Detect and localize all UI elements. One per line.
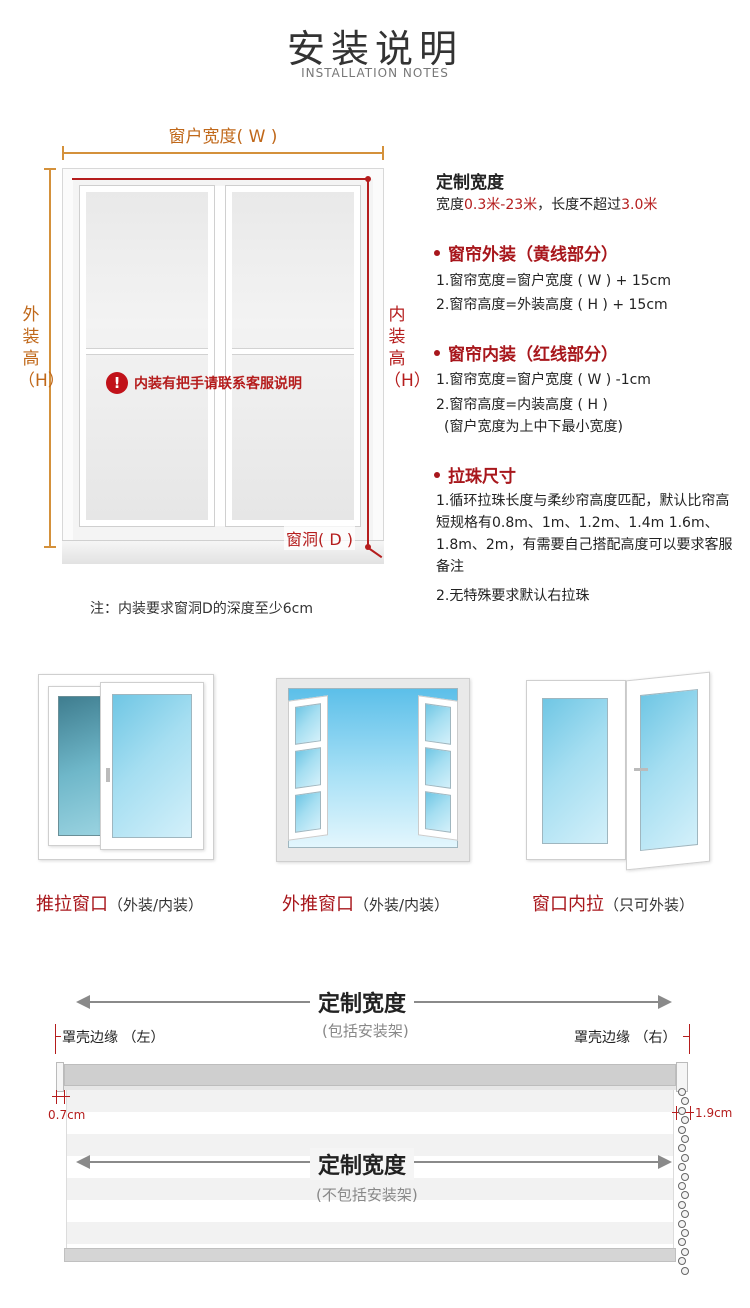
arrow-left-icon: [76, 1155, 90, 1169]
sliding-window-image: [38, 668, 218, 868]
window-width-label: 窗户宽度( W ): [168, 127, 278, 147]
mullion-right: [232, 348, 354, 355]
bullet-icon: [434, 471, 440, 478]
bracket-left: [56, 1062, 64, 1092]
custom-width-prefix: 宽度: [436, 197, 464, 213]
bead: [681, 1116, 689, 1125]
arrow-right-icon: [658, 1155, 672, 1169]
handle-warning-text: 内装有把手请联系客服说明: [134, 376, 302, 392]
bead: [678, 1106, 686, 1115]
bead: [681, 1172, 689, 1181]
inner-corner-dot: [365, 176, 371, 182]
bead-size-title-text: 拉珠尺寸: [448, 467, 516, 487]
bead: [681, 1266, 689, 1275]
bead-chain: [676, 1088, 690, 1278]
bullet-icon: [434, 349, 440, 356]
custom-width-text: 宽度0.3米-23米，长度不超过3.0米: [436, 194, 657, 216]
inner-install-title-text: 窗帘内装（红线部分）: [448, 345, 618, 365]
bead: [678, 1238, 686, 1247]
bead: [678, 1219, 686, 1228]
window-width-line: [62, 146, 384, 160]
bead-size-item: 2.无特殊要求默认右拉珠: [436, 588, 590, 604]
right-gap-tick: [676, 1106, 677, 1120]
inner-install-item: (窗户宽度为上中下最小宽度): [444, 419, 623, 435]
outer-height-line: [44, 168, 56, 548]
window-type-note: （外装/内装）: [108, 896, 204, 914]
bead: [681, 1135, 689, 1143]
depth-note: 注：内装要求窗洞D的深度至少6cm: [90, 601, 314, 617]
left-edge-tick: [55, 1024, 56, 1054]
net-width-note: (不包括安装架): [316, 1186, 418, 1204]
net-width-heading: 定制宽度: [310, 1148, 415, 1180]
page-title: 安装说明: [286, 27, 463, 71]
blind-headrail-bottom: [64, 1086, 676, 1090]
casement-window-image: [276, 678, 470, 862]
blind-bottom-bar: [64, 1248, 676, 1262]
left-gap-tick: [56, 1090, 57, 1104]
bead: [678, 1125, 686, 1134]
bead: [681, 1191, 689, 1200]
left-edge-label: 罩壳边缘 （左）: [62, 1030, 165, 1046]
custom-width-range: 0.3米-23米: [464, 197, 538, 213]
bead: [678, 1163, 686, 1172]
bead: [678, 1200, 686, 1209]
inner-height-label: 内装高（H）: [384, 305, 431, 391]
arrow-left-icon: [76, 995, 90, 1009]
window-pane-right: [225, 185, 361, 527]
bead: [681, 1097, 689, 1106]
handle-warning: ! 内装有把手请联系客服说明: [106, 372, 302, 394]
inner-install-item: 2.窗帘高度=内装高度 ( H ): [436, 397, 608, 413]
bead: [678, 1088, 686, 1096]
left-gap-tick: [64, 1090, 65, 1104]
window-type-name: 推拉窗口: [36, 894, 108, 915]
bead: [681, 1153, 689, 1162]
outer-install-item: 1.窗帘宽度=窗户宽度 ( W ) + 15cm: [436, 273, 671, 289]
right-gap-tick: [690, 1106, 691, 1120]
depth-label: 窗洞( D ): [284, 526, 355, 550]
outer-install-title: 窗帘外装（黄线部分）: [434, 240, 618, 265]
right-edge-tick: [689, 1024, 690, 1054]
bead-size-item: 1.循环拉珠长度与柔纱帘高度匹配，默认比帘高短规格有0.8m、1m、1.2m、1…: [436, 493, 733, 575]
left-gap-label: 0.7cm: [48, 1108, 86, 1122]
bead: [678, 1257, 686, 1266]
bead: [681, 1229, 689, 1237]
window-type-name: 窗口内拉: [532, 894, 604, 915]
outer-install-item: 2.窗帘高度=外装高度 ( H ) + 15cm: [436, 297, 668, 313]
blind-headrail: [64, 1064, 676, 1086]
exclamation-icon: !: [106, 372, 128, 394]
right-edge-label: 罩壳边缘 （右）: [574, 1030, 677, 1046]
custom-width-heading: 定制宽度: [310, 986, 415, 1018]
outer-install-title-text: 窗帘外装（黄线部分）: [448, 245, 618, 265]
inner-install-item: 1.窗帘宽度=窗户宽度 ( W ) -1cm: [436, 372, 651, 388]
window-pane-left: [79, 185, 215, 527]
window-type-note: （只可外装）: [604, 896, 695, 914]
custom-width-max: 3.0米: [621, 197, 658, 213]
window-type-name: 外推窗口: [282, 894, 354, 915]
inward-window-image: [526, 671, 712, 871]
page-subtitle: INSTALLATION NOTES: [301, 66, 449, 80]
bead: [678, 1182, 686, 1190]
bead: [678, 1144, 686, 1153]
window-type-caption: 推拉窗口（外装/内装）: [36, 890, 203, 916]
outer-height-label: 外装高（H）: [18, 305, 65, 391]
window-type-caption: 外推窗口（外装/内装）: [282, 890, 449, 916]
inner-width-line: [72, 178, 369, 180]
inner-height-line: [367, 178, 369, 546]
bead: [681, 1210, 689, 1219]
mullion-left: [86, 348, 208, 355]
window-center-bar: [214, 186, 226, 526]
custom-width-note: (包括安装架): [322, 1022, 409, 1040]
bead-size-title: 拉珠尺寸: [434, 462, 516, 487]
bullet-icon: [434, 249, 440, 256]
arrow-right-icon: [658, 995, 672, 1009]
custom-width-title: 定制宽度: [436, 173, 504, 193]
window-type-note: （外装/内装）: [354, 896, 450, 914]
inner-install-title: 窗帘内装（红线部分）: [434, 340, 618, 365]
window-type-caption: 窗口内拉（只可外装）: [532, 890, 694, 916]
bead: [681, 1247, 689, 1256]
right-gap-label: 1.9cm: [695, 1106, 733, 1120]
custom-width-mid: ，长度不超过: [537, 197, 622, 213]
